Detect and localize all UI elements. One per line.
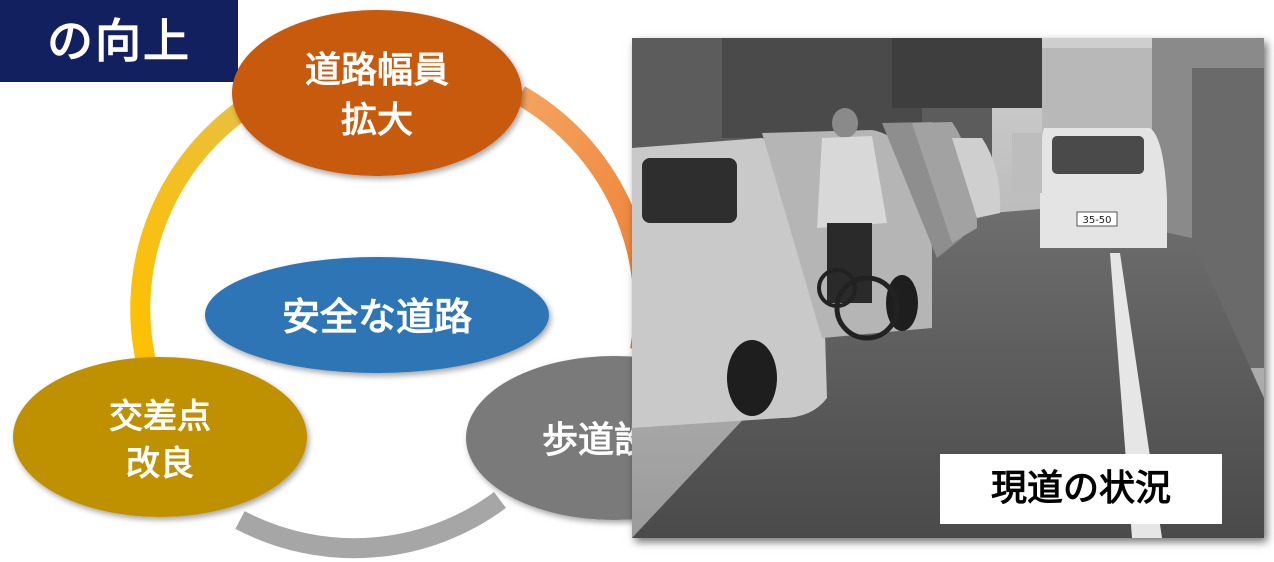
cycle-arc-bottom — [235, 491, 506, 559]
node-intersection-line1: 交差点 — [109, 397, 211, 437]
photo-caption: 現道の状況 — [940, 454, 1222, 524]
cyclist — [817, 136, 887, 228]
center-label: 安全な道路 — [282, 295, 473, 339]
node-intersection-improvement — [13, 357, 307, 517]
node-intersection-line2: 改良 — [126, 444, 194, 484]
page-title: の向上 — [0, 0, 238, 82]
node-sidewalk-installation — [466, 356, 660, 520]
safety-cycle-diagram: 道路幅員 拡大 安全な道路 交差点 改良 歩道設置 — [13, 10, 660, 559]
license-plate: 35-50 — [1082, 215, 1111, 226]
center-safe-road — [205, 257, 549, 373]
node-road-widening-line1: 道路幅員 — [305, 50, 449, 91]
node-road-widening-line2: 拡大 — [341, 100, 413, 141]
cycle-arc-left — [130, 99, 251, 373]
node-road-widening — [232, 10, 522, 176]
